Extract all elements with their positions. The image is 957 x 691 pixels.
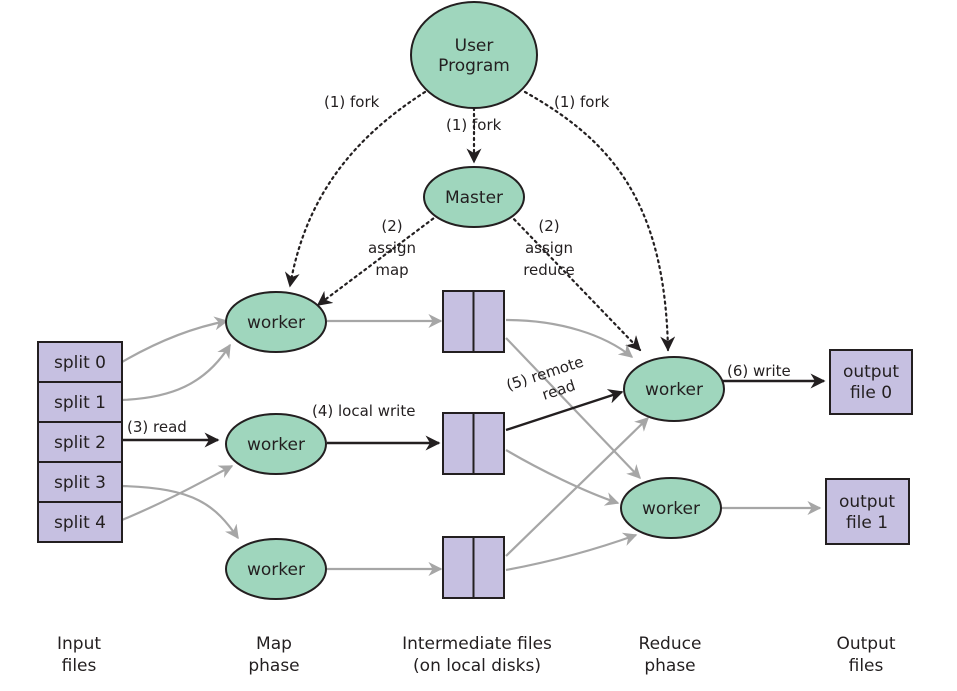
master-label: Master [445,188,503,208]
reduce-worker-1: worker [623,356,725,422]
map-worker-1: worker [225,291,327,353]
phase-input-line1: Input [57,634,101,654]
output-file-0-line1: output [843,362,899,382]
file2-to-reduce2 [505,449,620,506]
assign-reduce-label-line3: reduce [523,261,575,279]
fork-label-middle: (1) fork [446,116,502,134]
assign-map-label-line2: assign [368,239,416,257]
split4-to-worker2 [121,465,234,522]
split-0-label: split 0 [54,353,106,373]
phase-reduce-line2: phase [644,656,695,676]
intermediate-file-1 [442,290,505,353]
map-worker-2-label: worker [247,435,305,455]
phase-captions: Input files Map phase Intermediate files… [57,634,896,676]
split-1-label: split 1 [54,393,106,413]
phase-output-line1: Output [836,634,895,654]
reduce-worker-2: worker [620,477,722,539]
write-label: (6) write [727,362,791,380]
intermediate-file-3 [442,536,505,599]
data-arrows [121,314,826,576]
output-file-0: output file 0 [829,349,913,415]
split-2-box [37,421,123,463]
read-label: (3) read [127,418,187,436]
control-arrows [284,90,676,352]
phase-intermediate-line1: Intermediate files [402,634,552,654]
output-file-1-line2: file 1 [846,513,888,533]
split1-to-worker1 [121,343,231,402]
user-program-label-line2: Program [438,56,510,76]
split3-to-worker3 [121,484,239,540]
file2-to-reduce1 [505,389,624,432]
file3-to-reduce1 [505,417,650,557]
reduce-worker-2-label: worker [642,499,700,519]
fork-arrow-right [523,90,676,352]
user-program-label-line1: User [455,36,494,56]
split-3-box [37,461,123,503]
local-write-label: (4) local write [312,402,415,420]
file1-to-reduce1 [505,318,634,358]
user-program-node: User Program [410,1,538,109]
phase-map-line1: Map [256,634,292,654]
output-file-1-line1: output [839,492,895,512]
output-file-0-line2: file 0 [850,383,892,403]
file3-to-reduce2 [505,532,638,572]
output-file-1: output file 1 [825,478,910,545]
fork-arrow-left [284,90,427,288]
reduce-worker-1-label: worker [645,380,703,400]
phase-reduce-line1: Reduce [639,634,702,654]
map-worker-1-label: worker [247,313,305,333]
map-worker-3: worker [225,538,327,600]
phase-input-line2: files [62,656,97,676]
assign-map-label-line3: map [375,261,408,279]
fork-label-right: (1) fork [554,93,610,111]
map-worker-2: worker [225,413,327,475]
assign-reduce-arrow [508,213,642,352]
assign-map-arrow [316,213,440,307]
intermediate-file-2 [442,412,505,475]
phase-map-line2: phase [248,656,299,676]
map-worker-3-label: worker [247,560,305,580]
input-splits: split 0 split 1 split 2 split 3 split 4 [37,341,123,543]
split-1-box [37,381,123,423]
phase-intermediate-line2: (on local disks) [413,656,541,676]
phase-output-line2: files [849,656,884,676]
master-node: Master [423,166,525,228]
split-4-label: split 4 [54,513,106,533]
assign-reduce-label-line1: (2) [538,217,559,235]
fork-label-left: (1) fork [324,93,380,111]
split-4-box [37,501,123,543]
split0-to-worker1 [121,316,229,363]
split-3-label: split 3 [54,473,106,493]
assign-map-label-line1: (2) [381,217,402,235]
assign-reduce-label-line2: assign [525,239,573,257]
split-2-label: split 2 [54,433,106,453]
